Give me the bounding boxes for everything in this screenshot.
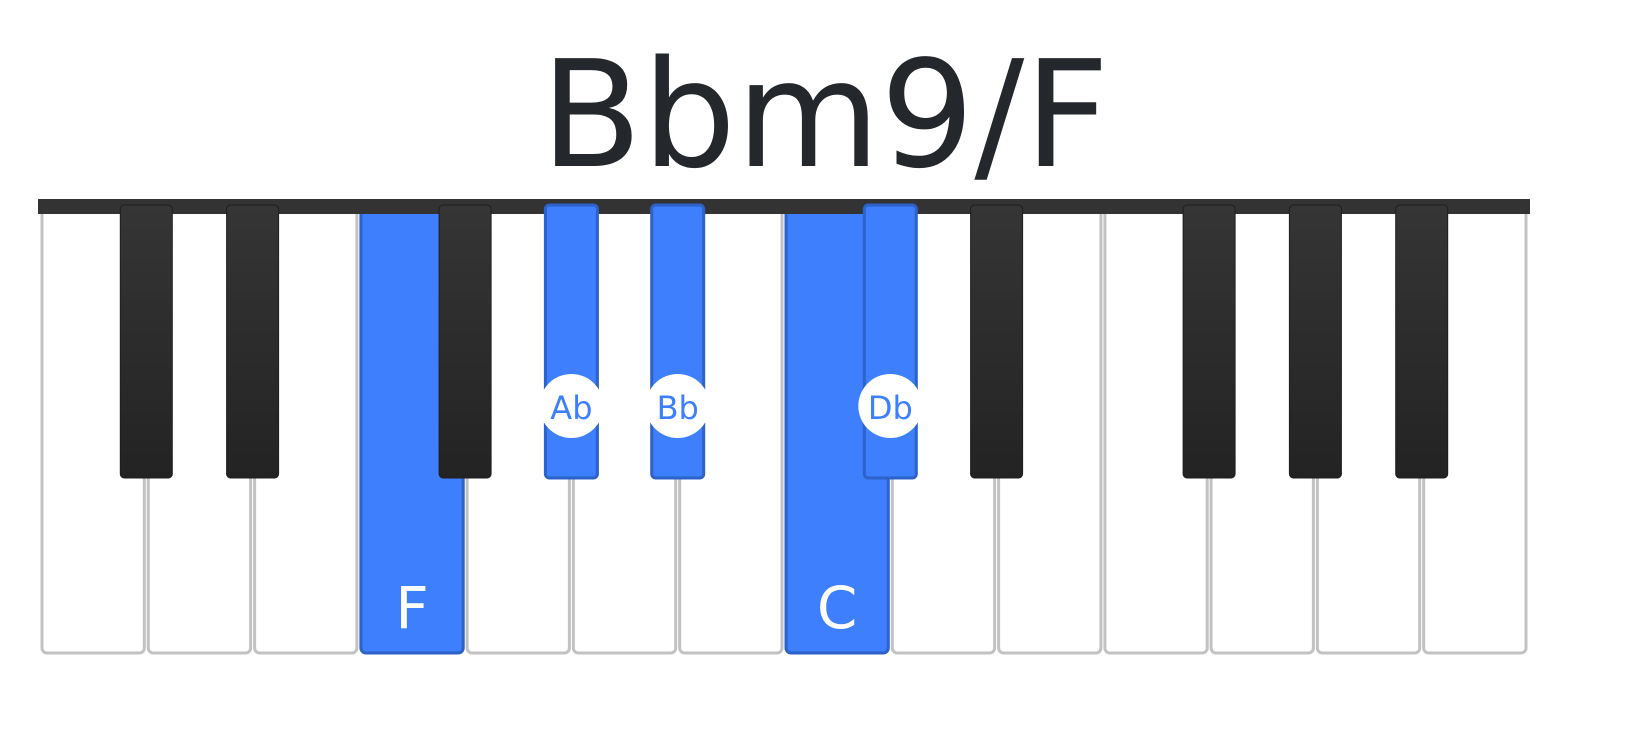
keyboard-top-bar xyxy=(38,199,1530,214)
black-key-label-db: Db xyxy=(868,389,913,427)
black-key-ab xyxy=(1288,204,1342,479)
note-badge-bb xyxy=(645,374,710,438)
black-key-eb xyxy=(970,204,1024,479)
note-badge-ab xyxy=(539,374,604,438)
black-key-db xyxy=(119,204,173,479)
chord-title: Bbm9/F xyxy=(540,29,1110,201)
white-key-label-c: C xyxy=(817,574,858,642)
black-key-gb xyxy=(438,204,492,479)
black-key-label-ab: Ab xyxy=(550,389,592,427)
note-badge-db xyxy=(858,374,923,438)
white-key-label-f: F xyxy=(395,574,428,642)
black-key-label-bb: Bb xyxy=(657,389,699,427)
black-key-eb xyxy=(226,204,280,479)
black-key-gb xyxy=(1182,204,1236,479)
black-key-bb xyxy=(1395,204,1449,479)
